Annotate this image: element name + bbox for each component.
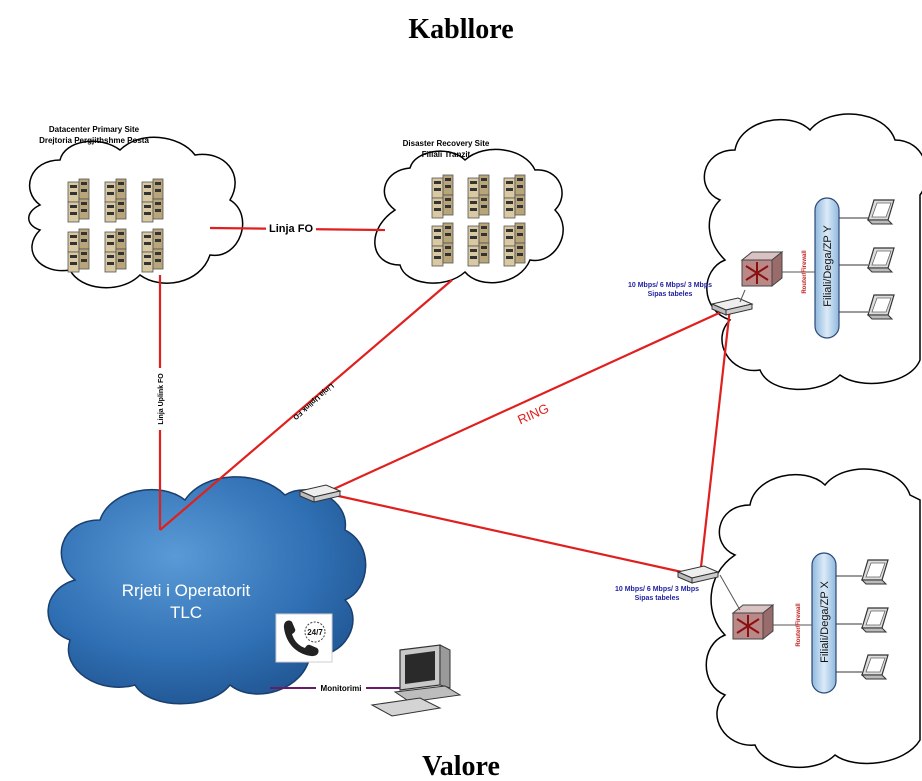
primary-site-line2: Drejtoria Pergjithshme Posta xyxy=(39,136,149,145)
support-24-7-icon: 24/7 xyxy=(275,613,333,663)
router-branch-x-icon xyxy=(732,604,774,640)
link-ring-2 xyxy=(324,491,701,578)
network-bar-y xyxy=(814,197,840,339)
bandwidth-x-line1: 10 Mbps/ 6 Mbps/ 3 Mbps xyxy=(615,586,699,593)
router-y-to-switch xyxy=(739,289,746,303)
bandwidth-y-line1: 10 Mbps/ 6 Mbps/ 3 Mbps xyxy=(628,282,712,289)
monitoring-computer-icon xyxy=(370,644,462,717)
cloud-primary-site xyxy=(28,136,244,289)
link-fo-label: Linja FO xyxy=(269,223,313,235)
link-fo-label-bg xyxy=(266,220,316,235)
link-ring-3 xyxy=(698,307,732,577)
switch-branch-x-icon xyxy=(677,565,719,584)
router-branch-y-icon xyxy=(741,251,783,287)
operator-label-line2: TLC xyxy=(170,603,202,622)
uplink-dr-label: Linja Uplink FO xyxy=(291,382,335,421)
network-label-y: Filiali/Dega/ZP Y xyxy=(822,225,834,307)
monitoring-label-bg xyxy=(316,682,366,694)
router-firewall-label-y: Router/Firewall xyxy=(802,250,808,294)
link-ring-1 xyxy=(324,306,731,495)
dr-site-line1: Disaster Recovery Site xyxy=(403,139,490,148)
operator-label-line1: Rrjeti i Operatorit xyxy=(122,581,251,600)
link-uplink-dr xyxy=(159,279,453,531)
network-label-x: Filiali/Dega/ZP X xyxy=(819,580,831,662)
title-bottom: Valore xyxy=(422,751,500,781)
router-firewall-label-x: Router/Firewall xyxy=(796,603,802,647)
bandwidth-x-line2: Sipas tabeles xyxy=(635,595,680,602)
cloud-branch-y xyxy=(703,113,922,391)
uplink-primary-label-bg xyxy=(153,368,167,430)
primary-site-line1: Datacenter Primary Site xyxy=(49,125,140,134)
uplink-primary-label: Linja Uplink FO xyxy=(158,373,165,425)
bandwidth-y-line2: Sipas tabeles xyxy=(648,291,693,298)
network-bar-x xyxy=(811,552,837,694)
dr-site-line2: Filiali Tranzit xyxy=(422,150,471,159)
support-badge-text: 24/7 xyxy=(307,628,323,637)
router-x-to-switch xyxy=(719,574,741,611)
title-top: Kabllore xyxy=(408,14,513,45)
monitoring-label: Monitorimi xyxy=(321,684,362,693)
